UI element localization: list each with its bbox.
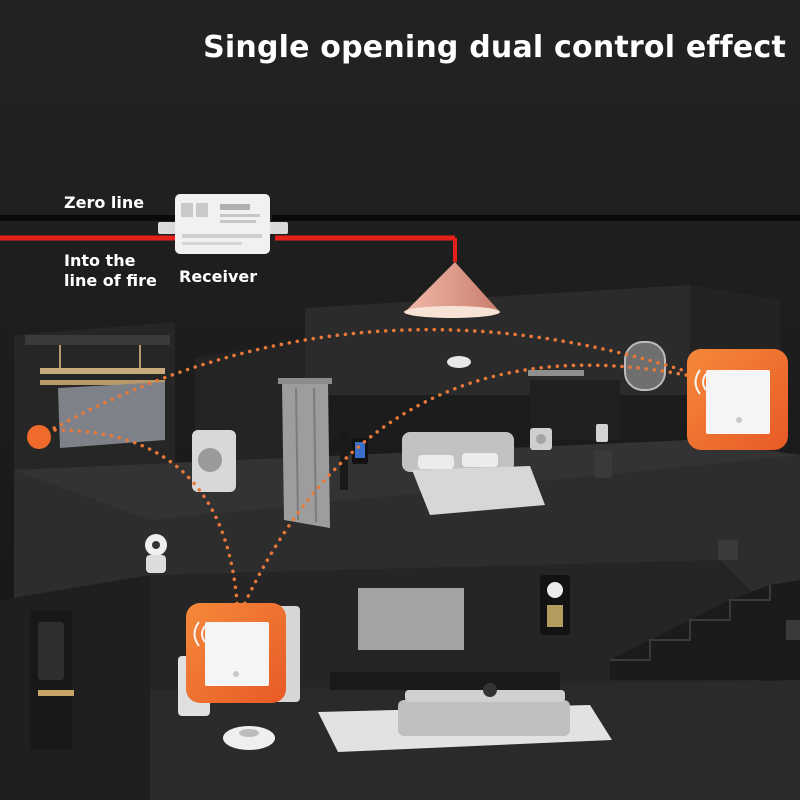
signal-source-dot	[27, 425, 51, 449]
lower-floor	[0, 560, 800, 800]
upper-furniture	[192, 341, 666, 528]
wall-switch-icon	[186, 603, 286, 703]
zero-line-label: Zero line	[64, 193, 145, 212]
receiver-module	[158, 194, 288, 254]
clothes-rack	[25, 335, 170, 448]
fire-line-label: Into the line of fire	[64, 251, 157, 290]
signal-paths	[38, 327, 720, 620]
receiver-label: Receiver	[179, 267, 258, 286]
pendant-lamp	[404, 262, 500, 318]
page-title: Single opening dual control effect	[203, 30, 786, 65]
wall-switch-icon	[687, 349, 788, 450]
wires	[0, 215, 800, 262]
